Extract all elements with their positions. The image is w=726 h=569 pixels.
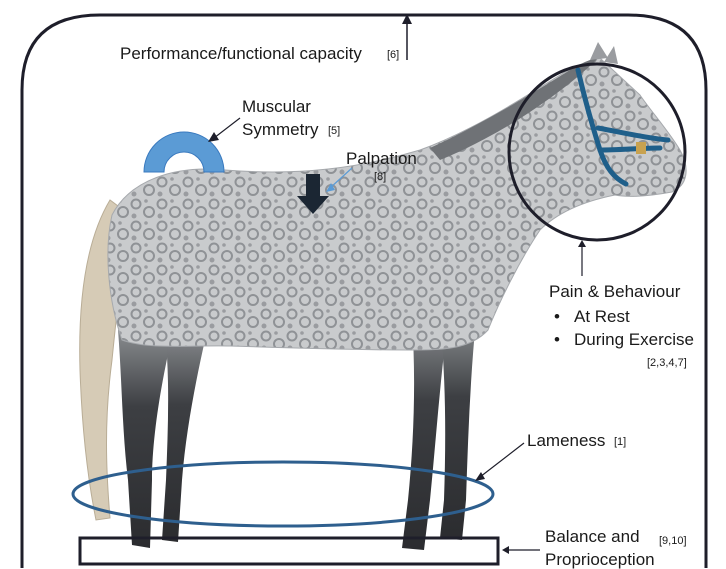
palpation-ref: [8] xyxy=(374,172,386,183)
balance-label-line2: Proprioception xyxy=(545,551,655,568)
balance-label-line1: Balance and xyxy=(545,528,640,545)
balance-leader-arrowhead xyxy=(502,546,509,554)
horse-rear-leg-far xyxy=(162,330,205,542)
pain-behaviour-title: Pain & Behaviour xyxy=(549,283,680,300)
lameness-ref: [1] xyxy=(614,437,626,448)
balance-ref: [9,10] xyxy=(659,536,687,547)
up-arrow-icon xyxy=(402,14,412,60)
performance-label: Performance/functional capacity xyxy=(120,45,362,62)
pain-leader-arrowhead xyxy=(578,240,586,247)
muscular-label-line1: Muscular xyxy=(242,98,311,115)
lameness-leader-line xyxy=(480,443,524,477)
pain-item-rest: At Rest xyxy=(550,305,694,328)
palpation-label: Palpation xyxy=(346,150,417,167)
muscular-label-line2: Symmetry xyxy=(242,121,319,138)
lameness-leader-arrowhead xyxy=(475,472,485,481)
muscular-leader-line xyxy=(214,118,240,138)
lameness-label: Lameness xyxy=(527,432,605,449)
pain-item-exercise: During Exercise xyxy=(550,328,694,351)
pain-behaviour-list: At Rest During Exercise xyxy=(550,305,694,351)
muscular-leader-arrowhead xyxy=(208,132,219,142)
performance-ref: [6] xyxy=(387,50,399,61)
pain-ref: [2,3,4,7] xyxy=(647,358,687,369)
muscular-ref: [5] xyxy=(328,126,340,137)
